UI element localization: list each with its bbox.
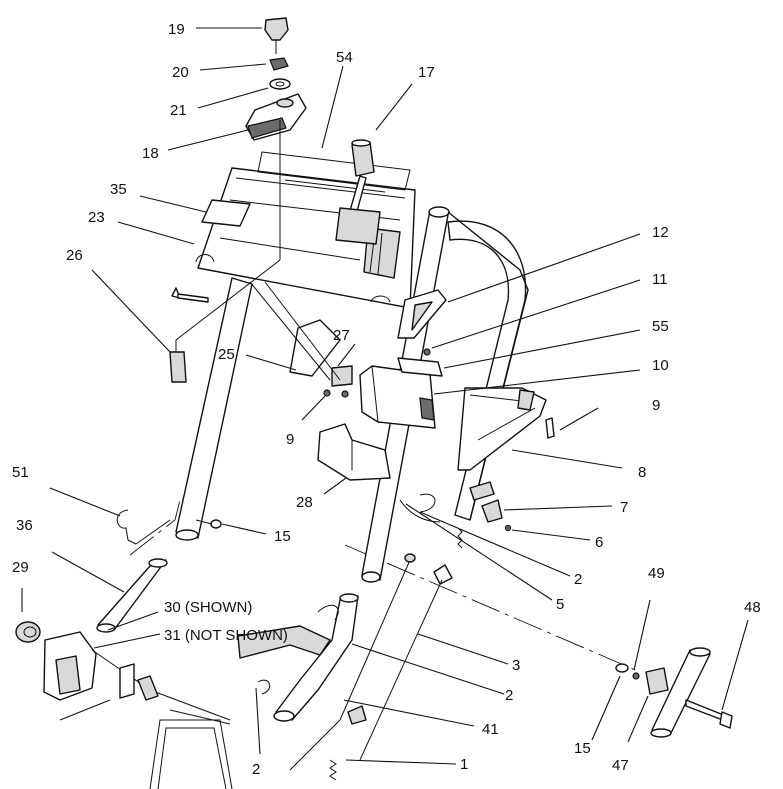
nut-15-right bbox=[615, 663, 629, 673]
bracket-47 bbox=[645, 667, 669, 695]
callout-1: 1 bbox=[460, 756, 468, 773]
callout-15-left: 15 bbox=[274, 528, 291, 545]
callout-2-middle: 2 bbox=[505, 687, 513, 704]
callout-29: 29 bbox=[12, 559, 29, 576]
callout-31: 31 (NOT SHOWN) bbox=[164, 627, 288, 644]
callout-51: 51 bbox=[12, 464, 29, 481]
nut-15-left bbox=[210, 519, 222, 529]
callout-36: 36 bbox=[16, 517, 33, 534]
callout-30: 30 (SHOWN) bbox=[164, 599, 252, 616]
callout-2-upper: 2 bbox=[574, 571, 582, 588]
decal-35 bbox=[201, 199, 251, 227]
callout-25: 25 bbox=[218, 346, 235, 363]
screw-9-right bbox=[545, 417, 555, 439]
right-lower-tube bbox=[651, 649, 711, 736]
decal-55 bbox=[397, 357, 443, 377]
callout-11: 11 bbox=[652, 271, 668, 288]
callout-7: 7 bbox=[620, 499, 628, 516]
callout-27: 27 bbox=[333, 327, 350, 344]
frame-lines bbox=[149, 719, 233, 789]
callout-9-left: 9 bbox=[286, 431, 294, 448]
spring-5 bbox=[457, 527, 463, 549]
left-handle-tube bbox=[175, 277, 253, 539]
callout-20: 20 bbox=[172, 64, 189, 81]
washer-49 bbox=[632, 672, 640, 680]
callout-15-right: 15 bbox=[574, 740, 591, 757]
key bbox=[264, 17, 289, 41]
handle-grip bbox=[237, 625, 331, 659]
shift-lever bbox=[351, 141, 375, 177]
callout-47: 47 bbox=[612, 757, 629, 774]
link-rod bbox=[91, 649, 231, 721]
hook-51 bbox=[116, 509, 137, 545]
clip-7 bbox=[481, 499, 503, 523]
callout-2-lower: 2 bbox=[252, 761, 260, 778]
callout-5: 5 bbox=[556, 596, 564, 613]
callout-12: 12 bbox=[652, 224, 669, 241]
callout-35: 35 bbox=[110, 181, 127, 198]
screw-6 bbox=[504, 524, 512, 532]
callout-18: 18 bbox=[142, 145, 159, 162]
callout-21: 21 bbox=[170, 102, 187, 119]
hairpin-2 bbox=[419, 493, 436, 513]
callout-23: 23 bbox=[88, 209, 105, 226]
knob bbox=[15, 621, 41, 643]
assembly-axis-line bbox=[344, 544, 641, 673]
nut bbox=[269, 57, 289, 71]
cable-end-41 bbox=[347, 705, 367, 725]
callout-10: 10 bbox=[652, 357, 669, 374]
callout-8: 8 bbox=[638, 464, 646, 481]
callout-6: 6 bbox=[595, 534, 603, 551]
callout-55: 55 bbox=[652, 318, 669, 335]
cable-3 bbox=[433, 564, 453, 585]
wire-harness-26 bbox=[175, 259, 281, 355]
lower-handle-grip bbox=[275, 595, 359, 721]
callout-3: 3 bbox=[512, 657, 520, 674]
battery-box bbox=[317, 423, 391, 481]
callout-54: 54 bbox=[336, 49, 353, 66]
callout-26: 26 bbox=[66, 247, 83, 264]
callout-41: 41 bbox=[482, 721, 499, 738]
screw-11 bbox=[423, 348, 431, 356]
callout-19: 19 bbox=[168, 21, 185, 38]
washer bbox=[269, 78, 291, 90]
callout-17: 17 bbox=[418, 64, 435, 81]
callout-28: 28 bbox=[296, 494, 313, 511]
callout-9-right: 9 bbox=[652, 397, 660, 414]
switch-27 bbox=[331, 365, 353, 387]
tube-36 bbox=[97, 559, 167, 631]
callout-48: 48 bbox=[744, 599, 761, 616]
callout-49: 49 bbox=[648, 565, 665, 582]
spring-1 bbox=[329, 759, 337, 781]
assembly-axis-line-left bbox=[129, 499, 181, 556]
leader-lines bbox=[21, 27, 749, 765]
